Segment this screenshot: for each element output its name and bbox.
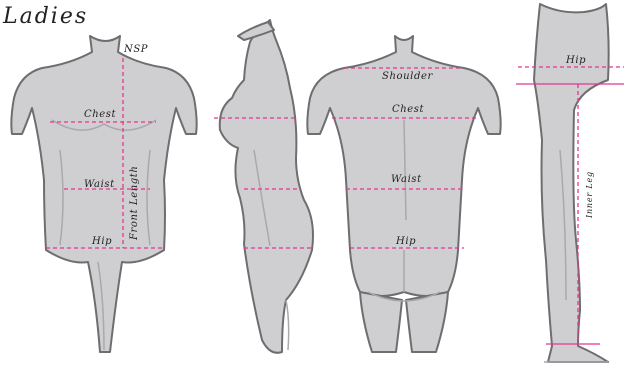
front-chest-label: Chest: [84, 109, 117, 120]
inner-leg-label: Inner Leg: [585, 171, 594, 219]
front-length-label: Front Length: [129, 166, 140, 241]
back-waist-label: Waist: [391, 174, 422, 185]
front-waist-label: Waist: [84, 179, 115, 190]
shoulder-label: Shoulder: [382, 71, 433, 82]
diagram-title: Ladies: [2, 4, 88, 29]
front-torso-figure: [11, 36, 196, 352]
leg-hip-label: Hip: [565, 55, 586, 66]
nsp-label: NSP: [123, 44, 148, 55]
back-hip-label: Hip: [395, 236, 416, 247]
back-torso-figure: [307, 36, 500, 352]
front-hip-label: Hip: [91, 236, 112, 247]
back-chest-label: Chest: [392, 104, 425, 115]
side-torso-figure: [220, 20, 313, 353]
